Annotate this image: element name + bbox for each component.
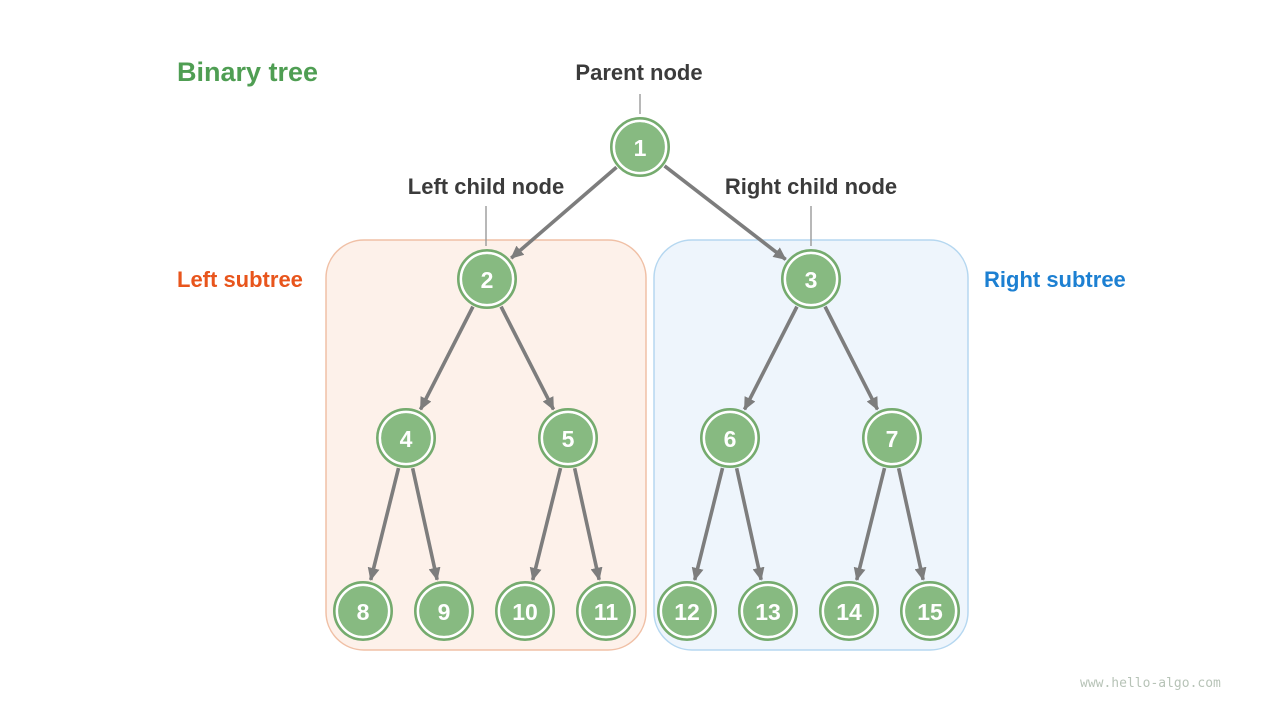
- edge-4-8: [367, 467, 401, 581]
- edge-2-5: [499, 305, 556, 411]
- node-value: 7: [886, 426, 899, 452]
- node-value: 12: [674, 599, 700, 625]
- node-disc: [615, 122, 665, 172]
- node-outer-ring: [413, 580, 474, 641]
- node-value: 13: [755, 599, 781, 625]
- node-value: 8: [357, 599, 370, 625]
- tree-node-5: 5: [537, 407, 598, 468]
- edge-5-11: [572, 467, 603, 581]
- node-outer-ring: [456, 249, 517, 310]
- edge-3-7: [823, 305, 880, 411]
- node-white-ring: [740, 583, 796, 639]
- node-white-ring: [497, 583, 553, 639]
- node-white-ring: [578, 583, 634, 639]
- node-white-ring: [612, 119, 668, 175]
- node-outer-ring: [609, 117, 670, 178]
- left-child-node-label: Left child node: [407, 174, 565, 199]
- node-disc: [338, 586, 388, 636]
- left-subtree-label: Left subtree: [177, 267, 303, 292]
- node-value: 14: [836, 599, 862, 625]
- tree-node-8: 8: [332, 580, 393, 641]
- edge-1-3: [663, 164, 787, 261]
- edge-6-12: [691, 467, 725, 581]
- node-disc: [462, 254, 512, 304]
- node-white-ring: [864, 410, 920, 466]
- node-value: 2: [481, 267, 494, 293]
- node-value: 6: [724, 426, 737, 452]
- node-white-ring: [378, 410, 434, 466]
- edge-2-4: [418, 305, 475, 411]
- tree-node-7: 7: [861, 407, 922, 468]
- node-outer-ring: [537, 407, 598, 468]
- node-value: 9: [438, 599, 451, 625]
- node-disc: [381, 413, 431, 463]
- node-disc: [867, 413, 917, 463]
- node-disc: [543, 413, 593, 463]
- edge-5-10: [529, 467, 563, 581]
- node-disc: [786, 254, 836, 304]
- tree-node-6: 6: [699, 407, 760, 468]
- node-outer-ring: [656, 580, 717, 641]
- node-disc: [662, 586, 712, 636]
- node-disc: [743, 586, 793, 636]
- figure-title: Binary tree: [177, 57, 319, 87]
- node-value: 4: [400, 426, 413, 452]
- node-value: 3: [805, 267, 818, 293]
- node-white-ring: [821, 583, 877, 639]
- node-outer-ring: [899, 580, 960, 641]
- edge-7-14: [853, 467, 887, 581]
- tree-node-10: 10: [494, 580, 555, 641]
- node-white-ring: [659, 583, 715, 639]
- watermark: www.hello-algo.com: [1080, 676, 1221, 691]
- tree-node-3: 3: [780, 249, 841, 310]
- node-white-ring: [902, 583, 958, 639]
- node-disc: [905, 586, 955, 636]
- node-value: 15: [917, 599, 943, 625]
- edge-7-15: [896, 467, 927, 581]
- node-white-ring: [459, 251, 515, 307]
- tree-node-2: 2: [456, 249, 517, 310]
- node-disc: [419, 586, 469, 636]
- node-outer-ring: [818, 580, 879, 641]
- node-outer-ring: [737, 580, 798, 641]
- edge-1-2: [510, 165, 618, 260]
- tree-node-11: 11: [575, 580, 636, 641]
- node-outer-ring: [780, 249, 841, 310]
- tree-node-9: 9: [413, 580, 474, 641]
- node-outer-ring: [575, 580, 636, 641]
- node-outer-ring: [494, 580, 555, 641]
- node-outer-ring: [375, 407, 436, 468]
- node-value: 10: [512, 599, 538, 625]
- edge-3-6: [742, 305, 799, 411]
- node-white-ring: [540, 410, 596, 466]
- node-outer-ring: [699, 407, 760, 468]
- node-disc: [500, 586, 550, 636]
- node-white-ring: [783, 251, 839, 307]
- node-white-ring: [335, 583, 391, 639]
- node-disc: [581, 586, 631, 636]
- tree-node-15: 15: [899, 580, 960, 641]
- node-disc: [705, 413, 755, 463]
- node-value: 5: [562, 426, 575, 452]
- tree-node-13: 13: [737, 580, 798, 641]
- edge-6-13: [734, 467, 765, 581]
- right-subtree-label: Right subtree: [984, 267, 1126, 292]
- node-value: 11: [594, 599, 619, 625]
- node-white-ring: [702, 410, 758, 466]
- node-outer-ring: [861, 407, 922, 468]
- tree-node-14: 14: [818, 580, 879, 641]
- parent-node-label: Parent node: [575, 60, 703, 85]
- node-value: 1: [634, 135, 647, 161]
- edge-4-9: [410, 467, 441, 581]
- node-white-ring: [416, 583, 472, 639]
- tree-node-4: 4: [375, 407, 436, 468]
- node-disc: [824, 586, 874, 636]
- node-outer-ring: [332, 580, 393, 641]
- right-child-node-label: Right child node: [724, 174, 898, 199]
- tree-node-12: 12: [656, 580, 717, 641]
- tree-node-1: 1: [609, 117, 670, 178]
